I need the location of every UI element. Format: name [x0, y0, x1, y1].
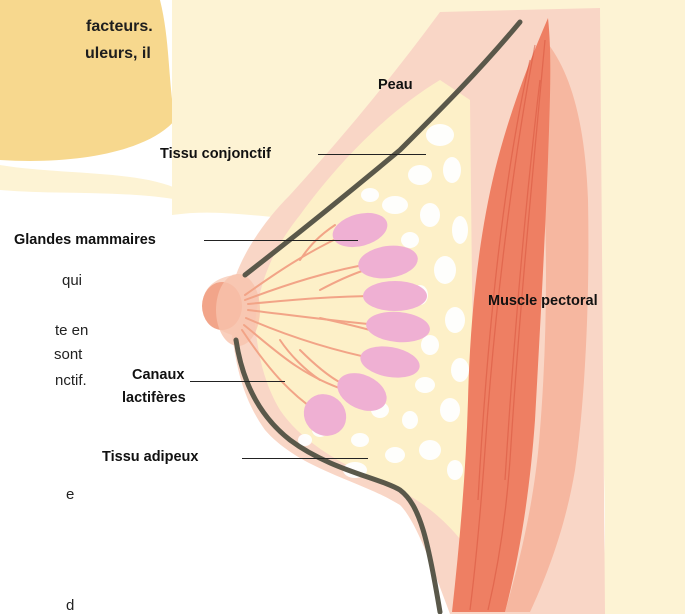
label-canaux: Canaux — [132, 366, 184, 384]
leader-tissu-adipeux — [242, 458, 368, 459]
label-glandes-mammaires: Glandes mammaires — [14, 231, 156, 249]
fat-region — [255, 80, 475, 560]
label-tissu-adipeux: Tissu adipeux — [102, 448, 198, 466]
leader-tissu-conjonctif — [318, 154, 426, 155]
label-lactiferes: lactifères — [122, 389, 186, 407]
label-tissu-conjonctif: Tissu conjonctif — [160, 145, 271, 163]
leader-canaux-lactiferes — [190, 381, 285, 382]
leader-glandes-mammaires — [204, 240, 358, 241]
label-peau: Peau — [378, 76, 413, 94]
label-muscle-pectoral: Muscle pectoral — [488, 292, 598, 310]
